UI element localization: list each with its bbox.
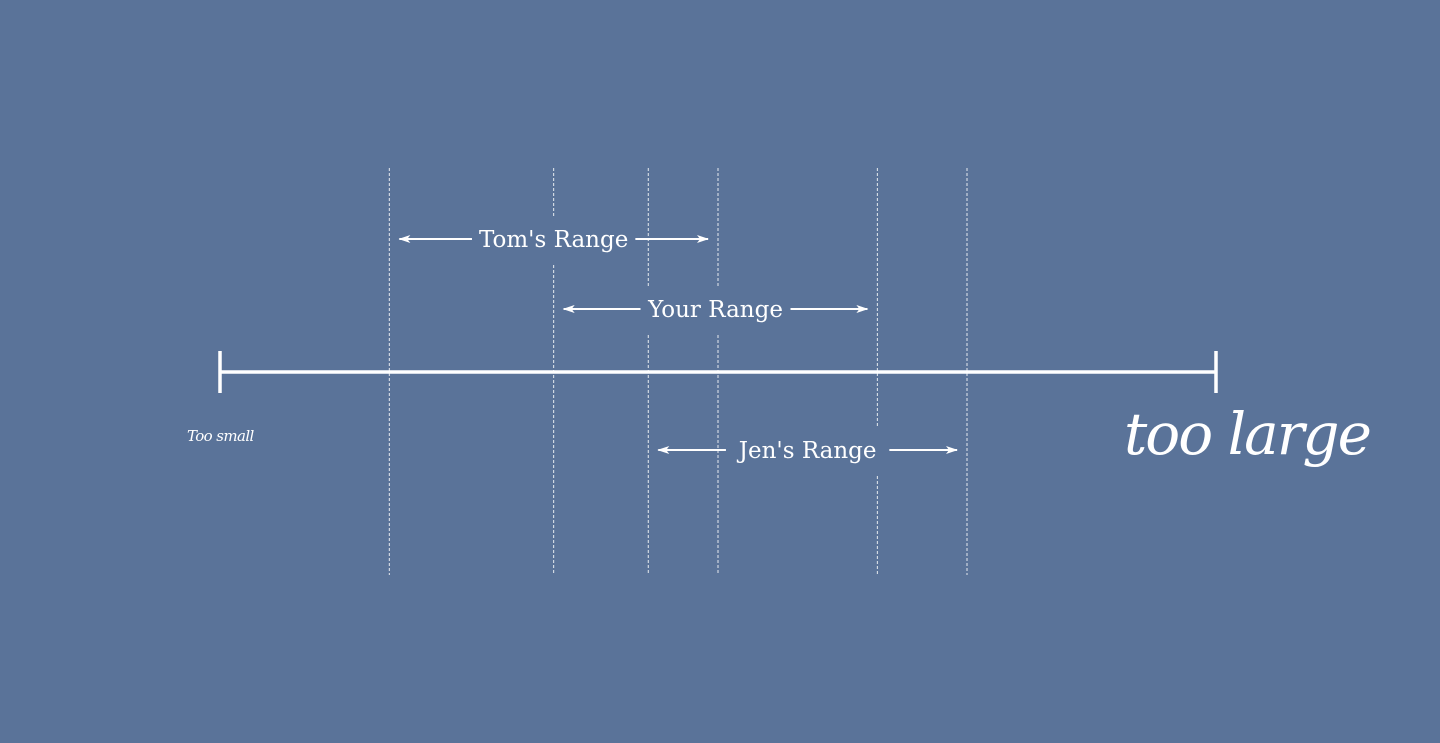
range-2: Jen's Range: [657, 438, 958, 464]
range-0: Tom's Range: [398, 227, 709, 253]
guide-lines: [388, 168, 968, 575]
too-small-label: Too small: [187, 427, 255, 445]
range-label: Jen's Range: [737, 438, 877, 464]
range-1: Your Range: [562, 297, 869, 323]
scale-axis: [218, 351, 1218, 393]
range-label: Tom's Range: [479, 227, 628, 253]
too-large-label: too large: [1124, 400, 1370, 468]
range-label: Your Range: [647, 297, 783, 323]
